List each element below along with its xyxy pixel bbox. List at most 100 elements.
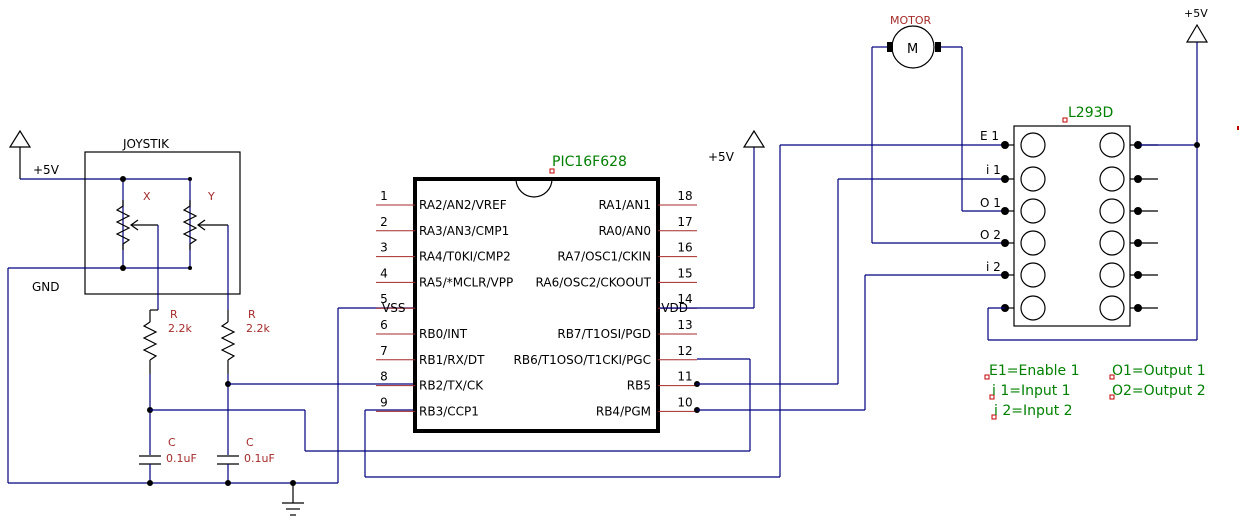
legend-e1: E1=Enable 1 xyxy=(989,363,1080,379)
capacitor-2-name: C xyxy=(246,436,254,449)
motor-label: MOTOR xyxy=(890,14,932,27)
mcu-right-pin-label: RA6/OSC2/CKOOUT xyxy=(536,275,652,289)
driver-pin-right-circle xyxy=(1099,166,1125,192)
pot-y xyxy=(182,200,228,250)
mcu-left-pin-num: 6 xyxy=(380,318,388,332)
mcu-left-pin-label: RB0/INT xyxy=(419,327,468,341)
mcu-left-pin-num: 3 xyxy=(380,241,388,255)
driver-body xyxy=(1013,125,1131,327)
mcu-left-pin-num: 1 xyxy=(380,189,388,203)
driver-supply-arrow xyxy=(1185,23,1209,43)
mcu-left-pin-label: RB1/RX/DT xyxy=(419,353,485,367)
mcu-right-pin-num: 15 xyxy=(677,266,692,280)
resistor-2-name: R xyxy=(248,308,256,321)
mcu-right-pin-label: RB6/T1OSO/T1CKI/PGC xyxy=(514,353,651,367)
mcu-left-pin-label: RB2/TX/CK xyxy=(419,379,484,393)
driver-pin-right-circle xyxy=(1099,262,1125,288)
capacitor-1-name: C xyxy=(168,436,176,449)
joystick-supply-label: +5V xyxy=(33,163,60,177)
capacitor-2-value: 0.1uF xyxy=(244,452,275,465)
joystick-supply-arrow xyxy=(8,129,32,179)
mcu-left-pin-num: 7 xyxy=(380,344,388,358)
mcu-left-pin-label: RB3/CCP1 xyxy=(419,404,479,418)
ground-symbol xyxy=(282,483,304,516)
motor-symbol xyxy=(887,25,941,69)
mcu-right-pin-label: RA7/OSC1/CKIN xyxy=(557,250,651,264)
legend-o1: O1=Output 1 xyxy=(1112,363,1206,379)
mcu-right-pin-num: 18 xyxy=(677,189,692,203)
mcu-left-pin-label: RA2/AN2/VREF xyxy=(419,198,507,212)
mcu-right-pin-label: RA0/AN0 xyxy=(598,224,651,238)
mcu-left-pin-num: 8 xyxy=(380,370,388,384)
resistor-1-value: 2.2k xyxy=(168,322,192,335)
mcu-right-pin-num: 14 xyxy=(677,292,692,306)
mcu-right-pin-num: 10 xyxy=(677,395,692,409)
driver-supply-label: +5V xyxy=(1184,7,1208,20)
driver-pin-left-dot xyxy=(1001,239,1009,247)
joystick-title: JOYSTIK xyxy=(122,137,170,151)
mcu-name: PIC16F628 xyxy=(552,154,627,170)
mcu-right-pin-num: 12 xyxy=(677,344,692,358)
driver-pin-left-circle xyxy=(1020,230,1046,256)
mcu-body xyxy=(413,177,660,433)
pot-x xyxy=(115,200,158,250)
mcu-right-pin-num: 16 xyxy=(677,241,692,255)
resistor-1-name: R xyxy=(170,308,178,321)
driver-pin-right-circle xyxy=(1099,198,1125,224)
resistor-1 xyxy=(142,309,158,374)
legend-o2: O2=Output 2 xyxy=(1112,383,1206,399)
driver-pin-o2: O 2 xyxy=(980,228,1001,242)
capacitor-1-value: 0.1uF xyxy=(166,452,197,465)
driver-pin-i2: i 2 xyxy=(986,260,1001,274)
driver-pin-right-circle xyxy=(1099,132,1125,158)
mcu-right-pin-num: 17 xyxy=(677,215,692,229)
driver-pin-left-dot xyxy=(1001,271,1009,279)
driver-pin-left-dot xyxy=(1001,207,1009,215)
mcu-left-pin-num: 9 xyxy=(380,395,388,409)
mcu-left-pin-label: RA4/T0KI/CMP2 xyxy=(419,250,511,264)
resistor-2 xyxy=(220,310,236,374)
mcu-left-pin-label: VSS xyxy=(382,301,405,315)
driver-pin-i1: i 1 xyxy=(986,163,1001,177)
mcu-left-pin-num: 5 xyxy=(380,292,388,306)
driver-pin-left-dot xyxy=(1001,175,1009,183)
legend-i2: i 2=Input 2 xyxy=(994,403,1073,419)
motor-symbol-text: M xyxy=(907,42,918,57)
pot-x-label: X xyxy=(143,190,151,203)
capacitor-1 xyxy=(139,455,161,483)
driver-pin-right-dot xyxy=(1134,141,1142,149)
joystick-gnd-label: GND xyxy=(32,280,60,294)
driver-pin-right-dot xyxy=(1134,304,1142,312)
driver-pin-right-dot xyxy=(1134,239,1142,247)
driver-pin-right-dot xyxy=(1134,207,1142,215)
driver-pin-right-dot xyxy=(1134,175,1142,183)
mcu-left-pin-label: RA5/*MCLR/VPP xyxy=(419,275,513,289)
mcu-right-pin-label: RB4/PGM xyxy=(596,404,651,418)
mcu-right-pin-num: 13 xyxy=(677,318,692,332)
driver-pin-left-circle xyxy=(1020,198,1046,224)
mcu-left-pin-num: 2 xyxy=(380,215,388,229)
driver-pins xyxy=(1001,132,1158,321)
mcu-supply-arrow xyxy=(742,129,766,148)
pot-y-label: Y xyxy=(207,190,215,203)
driver-pin-left-dot xyxy=(1001,141,1009,149)
mcu-left-pin-label: RA3/AN3/CMP1 xyxy=(419,224,509,238)
driver-pin-o1: O 1 xyxy=(980,196,1001,210)
driver-pin-right-circle xyxy=(1099,230,1125,256)
driver-pin-right-dot xyxy=(1134,271,1142,279)
mcu-right-pin-label: RB7/T1OSI/PGD xyxy=(557,327,651,341)
mcu-right-pin-label: RA1/AN1 xyxy=(598,198,651,212)
driver-pin-e1: E 1 xyxy=(980,129,999,143)
joystick-box xyxy=(84,151,241,295)
mcu-left-pin-num: 4 xyxy=(380,266,388,280)
driver-pin-left-circle xyxy=(1020,166,1046,192)
driver-name: L293D xyxy=(1068,105,1113,121)
legend-i1: i 1=Input 1 xyxy=(992,383,1071,399)
capacitor-2 xyxy=(217,455,239,483)
driver-pin-left-circle xyxy=(1020,132,1046,158)
mcu-right-pin-label: RB5 xyxy=(627,379,651,393)
mcu-right-pin-num: 11 xyxy=(677,370,692,384)
